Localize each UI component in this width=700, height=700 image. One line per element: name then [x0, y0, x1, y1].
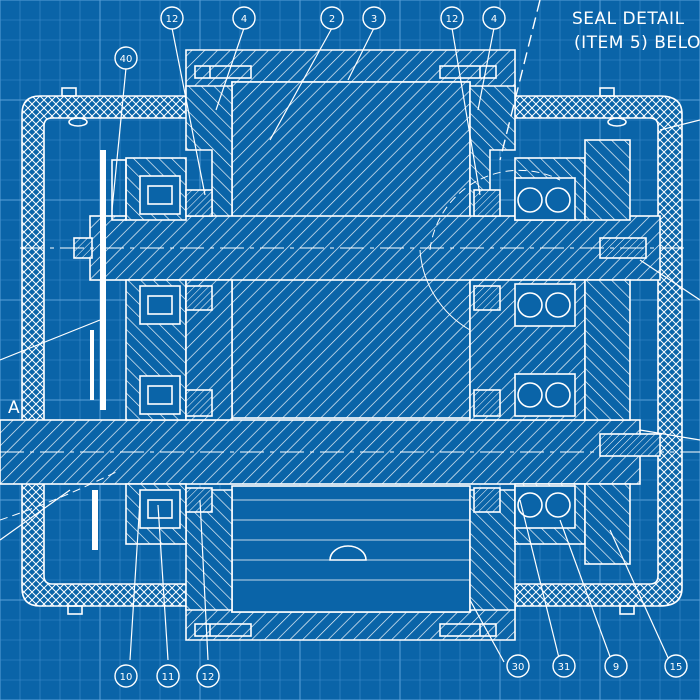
callout-label: 4: [491, 14, 497, 25]
callout-label: 4: [241, 14, 247, 25]
housing-tab: [61, 87, 77, 97]
callout-label: 12: [202, 672, 215, 683]
callout-label: 10: [120, 672, 133, 683]
left-housing: [21, 95, 191, 607]
callout-3-top: 3: [362, 6, 386, 30]
cover-plate-left: [100, 150, 106, 410]
construction-arc: [419, 249, 471, 331]
shim-left: [90, 330, 94, 400]
construction-arc: [429, 169, 561, 251]
callout-12-top-right: 12: [440, 6, 464, 30]
callout-label: 9: [613, 662, 619, 673]
gear-block-lower-right: [584, 483, 631, 565]
housing-tab: [619, 605, 635, 615]
drum-bolts: [194, 65, 497, 637]
callout-label: 11: [162, 672, 175, 683]
callout-31-bottom: 31: [552, 654, 576, 678]
gear-block-mid-right: [584, 279, 631, 421]
upper-shaft: [89, 215, 661, 281]
section-mark: A: [8, 398, 20, 418]
callout-12-top-left: 12: [160, 6, 184, 30]
callout-15-bottom: 15: [664, 654, 688, 678]
gear-block-upper-right: [584, 139, 631, 221]
callout-label: 12: [446, 14, 459, 25]
seal-detail-note-line2: (ITEM 5) BELO: [574, 33, 700, 53]
callout-12-bottom: 12: [196, 664, 220, 688]
callout-label: 30: [512, 662, 525, 673]
callout-11-bottom: 11: [156, 664, 180, 688]
section-arc: [0, 469, 121, 521]
callout-40-left: 40: [114, 46, 138, 70]
housing-tab: [67, 605, 83, 615]
housing-feature: [68, 117, 88, 127]
callout-30-bottom: 30: [506, 654, 530, 678]
retainer-left: [111, 159, 127, 221]
callout-2-top: 2: [320, 6, 344, 30]
housing-tab: [599, 87, 615, 97]
callout-label: 12: [166, 14, 179, 25]
leader-lines: [0, 27, 700, 663]
callout-label: 31: [558, 662, 571, 673]
shim-left-low: [92, 490, 98, 550]
callouts: 12 4 2 3 12 4 40 10: [114, 6, 688, 688]
ball-bearings-right: [514, 177, 576, 529]
roller-bearings-left: [139, 175, 181, 529]
rotor-void-lines: [232, 499, 470, 581]
callout-4-top-right: 4: [482, 6, 506, 30]
housing-feature: [607, 117, 627, 127]
shaft-end-nut: [599, 433, 661, 457]
oil-port: [329, 545, 367, 561]
seal-blocks: [185, 189, 501, 513]
callout-9-bottom: 9: [604, 654, 628, 678]
detail-leader: [499, 0, 541, 161]
left-end-plate-low: [185, 489, 233, 611]
callout-10-bottom: 10: [114, 664, 138, 688]
section-view: [0, 0, 700, 641]
callout-4-top-left: 4: [232, 6, 256, 30]
callout-label: 2: [329, 14, 335, 25]
callout-label: 15: [670, 662, 683, 673]
callout-label: 3: [371, 14, 377, 25]
seal-detail-note-line1: SEAL DETAIL: [572, 9, 685, 29]
callout-label: 40: [120, 54, 133, 65]
